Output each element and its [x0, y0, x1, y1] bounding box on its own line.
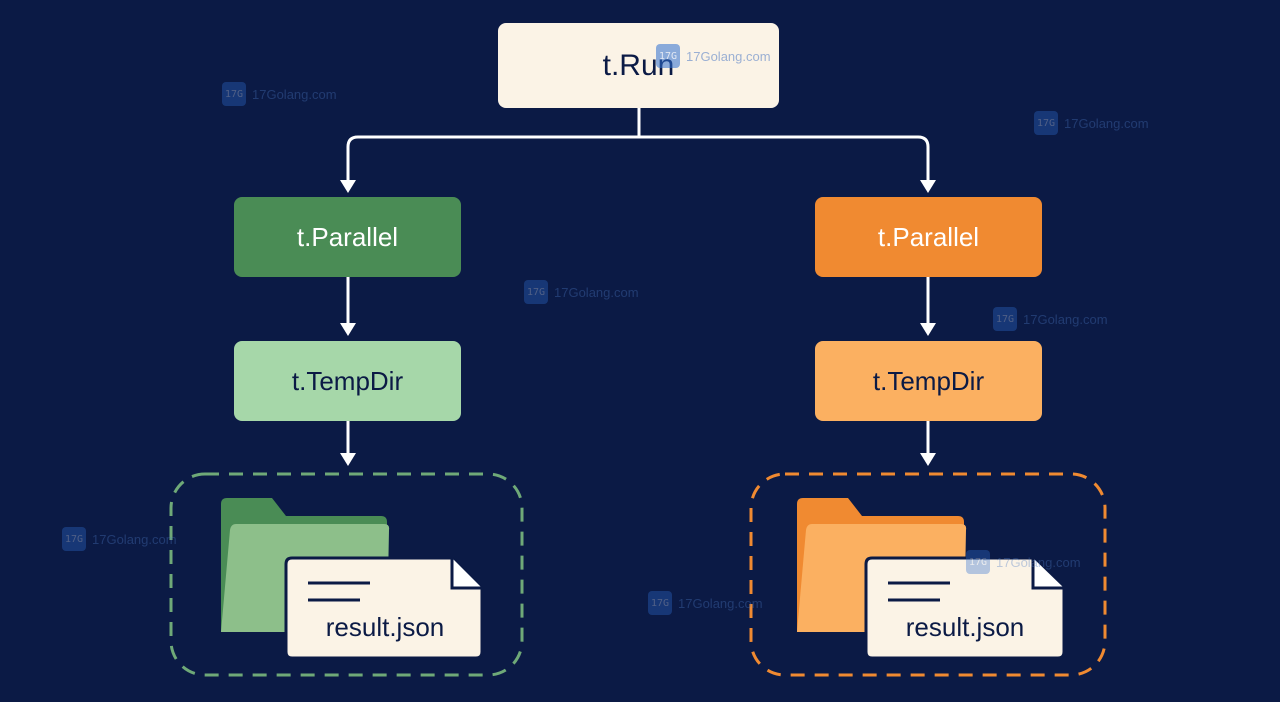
node-t-run: t.Run	[498, 23, 779, 108]
node-parallel-right-label: t.Parallel	[877, 221, 980, 252]
watermark-logo-icon: 17G	[222, 82, 246, 106]
node-parallel-left-label: t.Parallel	[296, 221, 399, 252]
node-parallel-right: t.Parallel	[815, 197, 1042, 277]
node-tempdir-left-label: t.TempDir	[291, 365, 404, 396]
watermark-logo-icon: 17G	[656, 44, 680, 68]
watermark: 17G 17Golang.com	[966, 550, 1081, 574]
node-tempdir-left: t.TempDir	[234, 341, 461, 421]
watermark-logo-icon: 17G	[648, 591, 672, 615]
watermark-text: 17Golang.com	[1023, 311, 1108, 327]
watermark-logo-icon: 17G	[966, 550, 990, 574]
arrowhead-left-parallel	[340, 180, 356, 193]
watermark: 17G 17Golang.com	[656, 44, 771, 68]
watermark: 17G 17Golang.com	[1034, 111, 1149, 135]
watermark-text: 17Golang.com	[554, 284, 639, 300]
watermark: 17G 17Golang.com	[62, 527, 177, 551]
watermark-text: 17Golang.com	[996, 554, 1081, 570]
node-tempdir-right: t.TempDir	[815, 341, 1042, 421]
watermark-text: 17Golang.com	[92, 531, 177, 547]
watermark-logo-icon: 17G	[993, 307, 1017, 331]
watermark-text: 17Golang.com	[252, 86, 337, 102]
file-icon-right	[864, 556, 1066, 660]
watermark-text: 17Golang.com	[678, 595, 763, 611]
arrowhead-right-tempdir	[920, 323, 936, 336]
dashed-container-left	[169, 472, 524, 677]
watermark-logo-icon: 17G	[1034, 111, 1058, 135]
watermark-logo-icon: 17G	[524, 280, 548, 304]
node-parallel-left: t.Parallel	[234, 197, 461, 277]
watermark-text: 17Golang.com	[1064, 115, 1149, 131]
watermark-logo-icon: 17G	[62, 527, 86, 551]
file-label-left: result.json	[325, 612, 445, 642]
watermark: 17G 17Golang.com	[222, 82, 337, 106]
arrowhead-right-folder	[920, 453, 936, 466]
file-icon-left	[284, 556, 484, 660]
watermark: 17G 17Golang.com	[993, 307, 1108, 331]
watermark: 17G 17Golang.com	[648, 591, 763, 615]
watermark-text: 17Golang.com	[686, 48, 771, 64]
arrowhead-right-parallel	[920, 180, 936, 193]
file-label-right: result.json	[905, 612, 1025, 642]
arrowhead-left-tempdir	[340, 323, 356, 336]
connector-root-split	[346, 108, 930, 188]
arrowhead-left-folder	[340, 453, 356, 466]
watermark: 17G 17Golang.com	[524, 280, 639, 304]
node-tempdir-right-label: t.TempDir	[872, 365, 985, 396]
